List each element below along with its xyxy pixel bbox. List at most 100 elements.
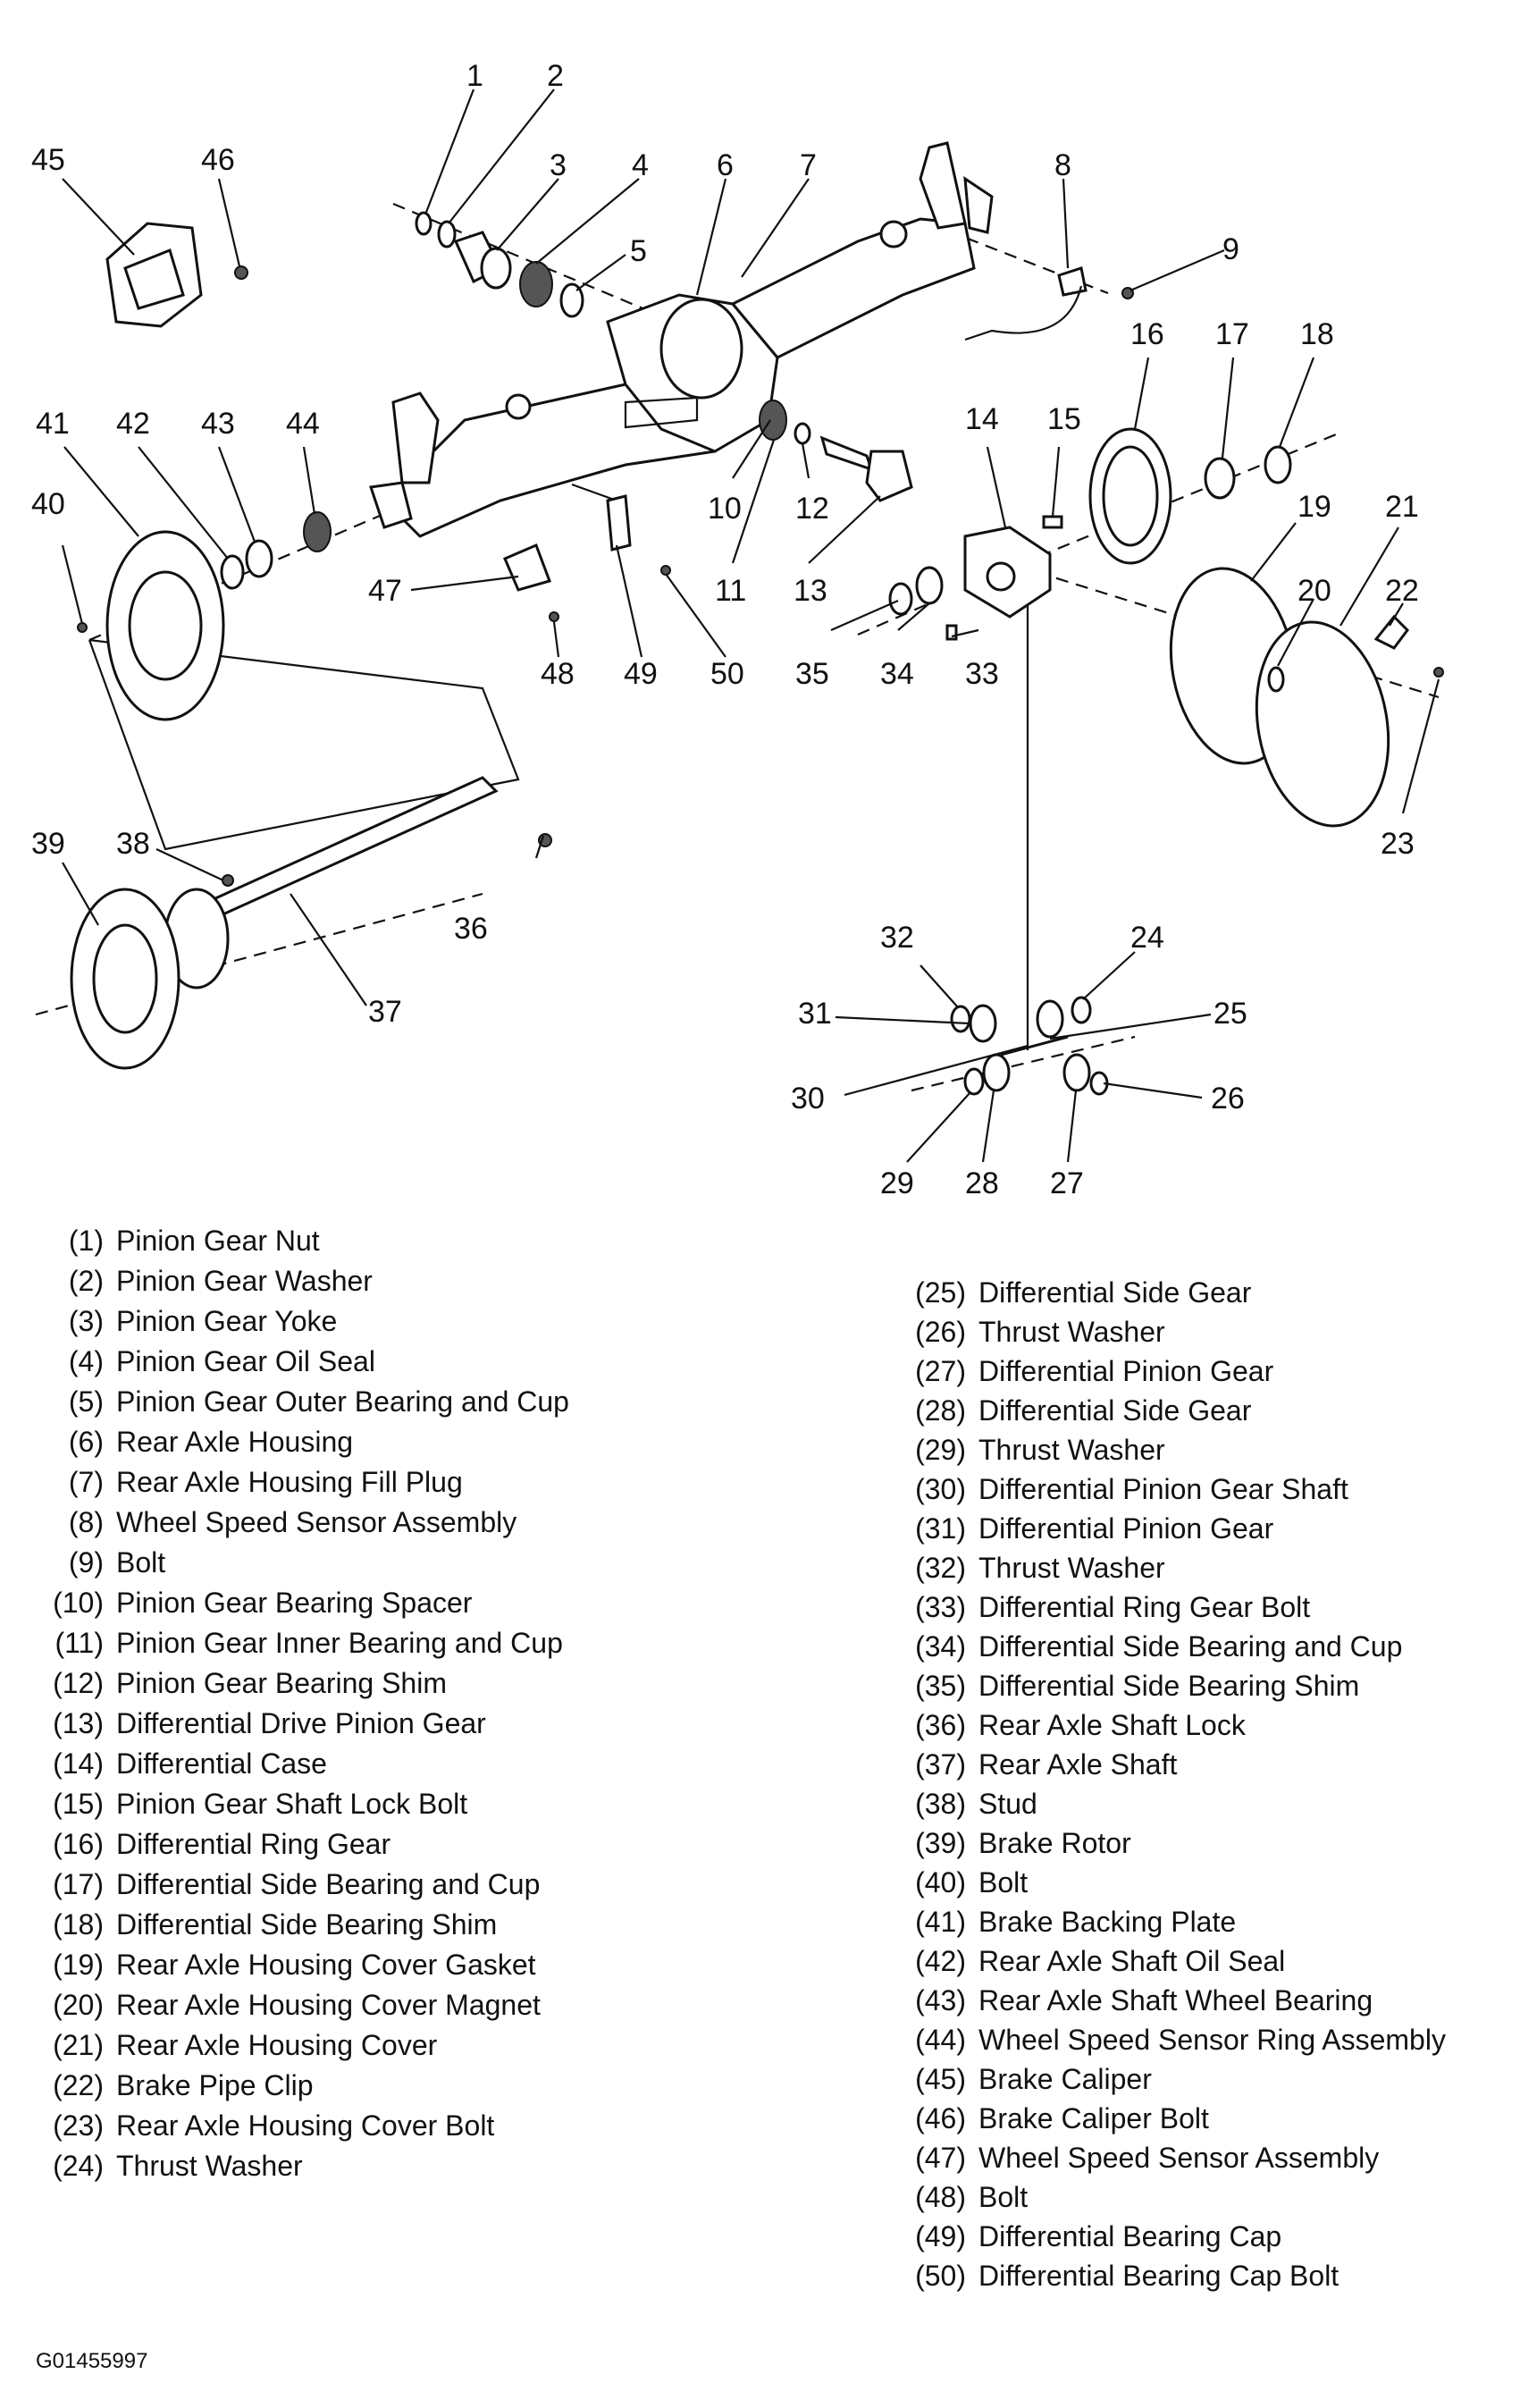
legend-num: (38) [915, 1788, 966, 1820]
legend-label: Differential Ring Gear Bolt [978, 1591, 1311, 1623]
callout-39: 39 [31, 827, 65, 861]
legend-num: (29) [915, 1434, 966, 1466]
callout-5: 5 [630, 234, 647, 268]
legend-item: (6)Rear Axle Housing [69, 1426, 353, 1458]
legend-num: (25) [915, 1276, 966, 1309]
legend-item: (48)Bolt [915, 2181, 1029, 2213]
axle-shaft-rotor [70, 776, 552, 1070]
legend-num: (47) [915, 2142, 966, 2174]
legend-label: Rear Axle Housing Cover [116, 2029, 438, 2061]
legend-item: (1)Pinion Gear Nut [69, 1225, 320, 1257]
legend-item: (35)Differential Side Bearing Shim [915, 1670, 1360, 1702]
legend-label: Bolt [116, 1546, 166, 1579]
legend-num: (30) [915, 1473, 966, 1505]
legend-num: (36) [915, 1709, 966, 1741]
legend-item: (7)Rear Axle Housing Fill Plug [69, 1466, 463, 1498]
legend-label: Pinion Gear Nut [116, 1225, 320, 1257]
callout-48: 48 [541, 657, 575, 691]
callout-20: 20 [1297, 574, 1331, 608]
callout-8: 8 [1054, 148, 1071, 182]
differential-case [888, 515, 1063, 641]
callout-47: 47 [368, 574, 402, 608]
callout-16: 16 [1130, 317, 1164, 351]
legend-num: (26) [915, 1316, 966, 1348]
legend-item: (29) Thrust Washer [915, 1434, 1165, 1466]
callout-43: 43 [201, 407, 235, 441]
legend-label: Rear Axle Shaft Wheel Bearing [978, 1984, 1373, 2016]
legend-num: (37) [915, 1748, 966, 1781]
legend-num: (40) [915, 1866, 966, 1899]
legend-label: Differential Case [116, 1747, 327, 1780]
callout-27: 27 [1050, 1166, 1084, 1200]
callout-30: 30 [791, 1082, 825, 1116]
legend-item: (40) Bolt [915, 1866, 1029, 1899]
legend-label: Thrust Washer [978, 1552, 1165, 1584]
legend-num: (5) [68, 1385, 104, 1418]
legend-label: Differential Side Bearing and Cup [978, 1630, 1403, 1663]
legend-item: (13)Differential Drive Pinion Gear [53, 1707, 486, 1739]
legend-item: (28)Differential Side Gear [915, 1394, 1251, 1427]
exploded-axle-diagram: 1 2 3 4 5 6 7 8 9 10 11 12 13 14 15 16 1… [31, 59, 1444, 1200]
callout-14: 14 [965, 402, 999, 436]
legend-item: (44)Wheel Speed Sensor Ring Assembly [915, 2024, 1446, 2056]
legend-num: (22) [53, 2069, 104, 2101]
legend-label: Brake Pipe Clip [116, 2069, 314, 2101]
legend-item: (14)Differential Case [53, 1747, 327, 1780]
callout-42: 42 [116, 407, 150, 441]
callout-37: 37 [368, 995, 402, 1029]
legend-num: (9) [68, 1546, 104, 1579]
legend-item: (22) Brake Pipe Clip [53, 2069, 314, 2101]
legend-label: Stud [978, 1788, 1037, 1820]
callout-33: 33 [965, 657, 999, 691]
legend-label: Differential Ring Gear [116, 1828, 391, 1860]
legend-item: (50)Differential Bearing Cap Bolt [915, 2260, 1339, 2292]
legend-num: (21) [53, 2029, 104, 2061]
legend-label: Differential Side Bearing and Cup [116, 1868, 541, 1900]
callout-13: 13 [794, 574, 827, 608]
legend-label: Differential Drive Pinion Gear [116, 1707, 486, 1739]
legend-num: (27) [915, 1355, 966, 1387]
legend-num: (10) [53, 1587, 104, 1619]
legend-label: Pinion Gear Yoke [116, 1305, 338, 1337]
legend-label: Differential Pinion Gear Shaft [978, 1473, 1348, 1505]
drive-pinion-gear [819, 435, 913, 502]
legend-item: (41)Brake Backing Plate [915, 1906, 1236, 1938]
legend-item: (46)Brake Caliper Bolt [915, 2102, 1209, 2134]
differential-gears [950, 996, 1109, 1096]
legend-num: (39) [915, 1827, 966, 1859]
legend-item: (33)Differential Ring Gear Bolt [915, 1591, 1311, 1623]
leader-lines [61, 88, 1440, 1163]
callout-24: 24 [1130, 921, 1164, 955]
rear-axle-housing [382, 141, 994, 538]
legend-item: (12)Pinion Gear Bearing Shim [53, 1667, 447, 1699]
legend-num: (19) [53, 1949, 104, 1981]
callout-29: 29 [880, 1166, 914, 1200]
callout-25: 25 [1213, 997, 1247, 1031]
legend-item: (30) Differential Pinion Gear Shaft [915, 1473, 1348, 1505]
callout-2: 2 [547, 59, 564, 93]
legend-item: (31)Differential Pinion Gear [915, 1512, 1273, 1545]
legend-item: (15)Pinion Gear Shaft Lock Bolt [53, 1788, 467, 1820]
legend-num: (17) [53, 1868, 104, 1900]
callout-1: 1 [466, 59, 483, 93]
legend-label: Rear Axle Shaft Lock [978, 1709, 1246, 1741]
legend-label: Bolt [978, 1866, 1029, 1899]
legend-item: (10)Pinion Gear Bearing Spacer [53, 1587, 472, 1619]
callout-21: 21 [1385, 490, 1419, 524]
legend-label: Thrust Washer [978, 1434, 1165, 1466]
legend-num: (49) [915, 2220, 966, 2252]
legend-item: (9) Bolt [69, 1546, 166, 1579]
callout-50: 50 [710, 657, 744, 691]
callout-38: 38 [116, 827, 150, 861]
legend-num: (11) [55, 1627, 104, 1659]
legend-item: (43)Rear Axle Shaft Wheel Bearing [915, 1984, 1373, 2016]
legend-label: Wheel Speed Sensor Assembly [116, 1506, 517, 1538]
legend-item: (5)Pinion Gear Outer Bearing and Cup [69, 1385, 569, 1418]
legend-item: (8)Wheel Speed Sensor Assembly [69, 1506, 517, 1538]
legend-label: Differential Bearing Cap [978, 2220, 1282, 2252]
callout-34: 34 [880, 657, 914, 691]
legend-num: (28) [915, 1394, 966, 1427]
legend-label: Wheel Speed Sensor Ring Assembly [978, 2024, 1446, 2056]
legend-label: Bolt [978, 2181, 1029, 2213]
legend-label: Differential Side Bearing Shim [978, 1670, 1360, 1702]
